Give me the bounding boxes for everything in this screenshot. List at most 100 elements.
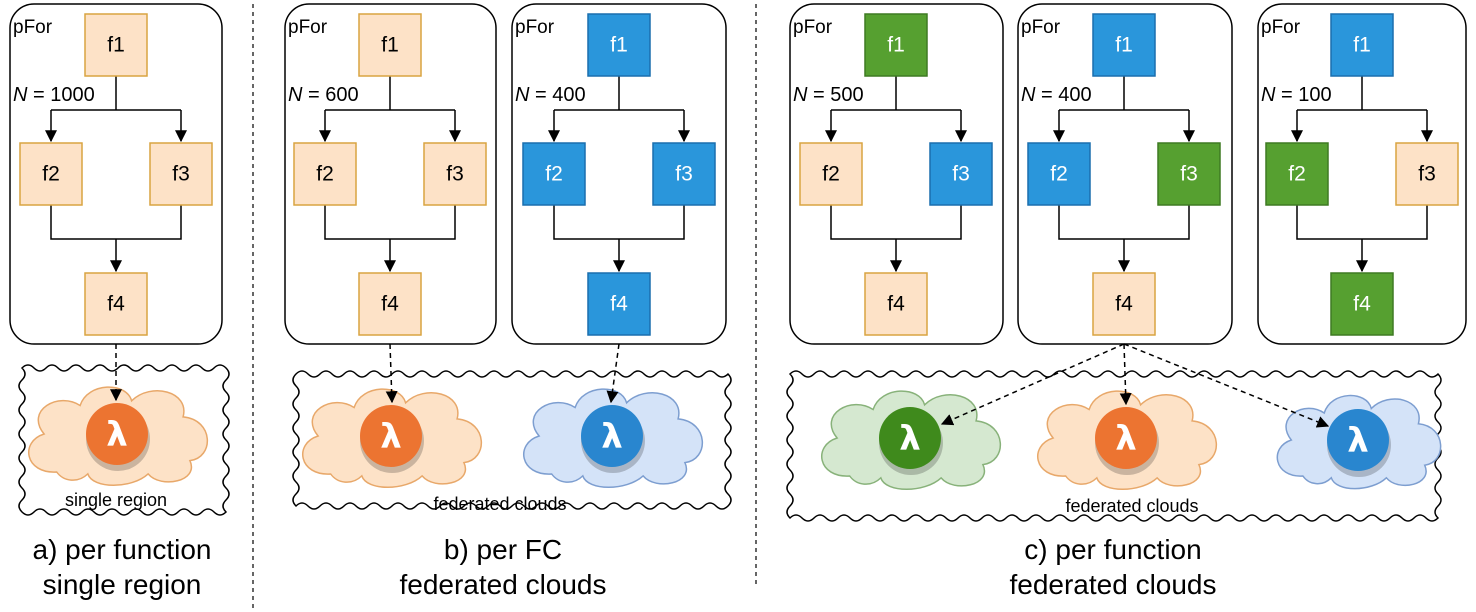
node-f2: f2 bbox=[799, 142, 863, 206]
cloud-a-orange: λ bbox=[28, 386, 209, 486]
deployment-arrows bbox=[110, 343, 1330, 428]
node-box bbox=[293, 142, 357, 206]
pfor-label: pFor bbox=[13, 17, 53, 38]
node-box bbox=[587, 13, 651, 77]
region-label-c: federated clouds bbox=[1065, 496, 1198, 516]
node-box bbox=[522, 142, 586, 206]
fork-edge bbox=[325, 76, 455, 111]
fork-edge bbox=[1297, 76, 1427, 111]
node-box bbox=[1027, 142, 1091, 206]
node-box bbox=[799, 142, 863, 206]
node-f1: f1 bbox=[864, 13, 928, 77]
fc-1: pFor N = 1000 f1 f2 f3 f4 bbox=[9, 3, 223, 345]
deploy-arrow-c-blue bbox=[1123, 343, 1330, 428]
node-f3: f3 bbox=[149, 142, 213, 206]
deploy-arrow-c-green bbox=[940, 343, 1125, 426]
node-label: f2 bbox=[1288, 163, 1306, 186]
node-f1: f1 bbox=[84, 13, 148, 77]
region-label-b: federated clouds bbox=[433, 494, 566, 514]
node-label: f2 bbox=[822, 163, 840, 186]
node-box bbox=[1157, 142, 1221, 206]
node-box bbox=[1330, 13, 1394, 77]
lambda-symbol: λ bbox=[106, 415, 128, 455]
fc-container bbox=[1257, 3, 1467, 345]
node-box bbox=[1395, 142, 1459, 206]
lambda-symbol: λ bbox=[1115, 419, 1137, 459]
pfor-label: pFor bbox=[793, 17, 833, 38]
iteration-count-label: N = 1000 bbox=[13, 84, 95, 106]
node-label: f2 bbox=[316, 163, 334, 186]
iteration-count-label: N = 500 bbox=[793, 84, 864, 106]
node-label: f3 bbox=[446, 163, 464, 186]
node-box bbox=[1092, 272, 1156, 336]
node-label: f4 bbox=[1115, 293, 1133, 316]
node-label: f1 bbox=[887, 34, 905, 57]
fc-6: pFor N = 100 f1 f2 f3 f4 bbox=[1257, 3, 1467, 345]
node-box bbox=[1330, 272, 1394, 336]
lambda-symbol: λ bbox=[601, 417, 623, 457]
node-label: f4 bbox=[1353, 293, 1371, 316]
node-box bbox=[358, 272, 422, 336]
node-f3: f3 bbox=[1395, 142, 1459, 206]
lambda-icon: λ bbox=[1327, 409, 1391, 477]
node-f3: f3 bbox=[1157, 142, 1221, 206]
node-label: f4 bbox=[107, 293, 125, 316]
node-label: f1 bbox=[1353, 34, 1371, 57]
node-box bbox=[587, 272, 651, 336]
iteration-count-label: N = 100 bbox=[1261, 84, 1332, 106]
lambda-icon: λ bbox=[1095, 407, 1159, 475]
lambda-icon: λ bbox=[879, 407, 943, 475]
node-box bbox=[1092, 13, 1156, 77]
fork-edge bbox=[51, 76, 181, 111]
pfor-label: pFor bbox=[1021, 17, 1061, 38]
node-f3: f3 bbox=[929, 142, 993, 206]
node-f1: f1 bbox=[587, 13, 651, 77]
node-f4: f4 bbox=[864, 272, 928, 336]
cloud-b-blue: λ bbox=[523, 388, 704, 488]
node-box bbox=[423, 142, 487, 206]
caption-b-line1: b) per FC bbox=[444, 534, 562, 565]
node-f2: f2 bbox=[19, 142, 83, 206]
node-label: f2 bbox=[545, 163, 563, 186]
deploy-arrow-b-orange bbox=[385, 343, 398, 404]
node-box bbox=[84, 272, 148, 336]
node-box bbox=[929, 142, 993, 206]
node-label: f3 bbox=[172, 163, 190, 186]
caption-a-line2: single region bbox=[43, 569, 202, 600]
iteration-count-label: N = 400 bbox=[1021, 84, 1092, 106]
node-f4: f4 bbox=[1092, 272, 1156, 336]
pfor-label: pFor bbox=[288, 17, 328, 38]
lambda-icon: λ bbox=[581, 405, 645, 473]
pfor-label: pFor bbox=[1261, 17, 1301, 38]
node-f4: f4 bbox=[587, 272, 651, 336]
pfor-label: pFor bbox=[515, 17, 555, 38]
iteration-count-label: N = 400 bbox=[515, 84, 586, 106]
node-label: f2 bbox=[42, 163, 60, 186]
node-label: f2 bbox=[1050, 163, 1068, 186]
cloud-c-orange: λ bbox=[1037, 390, 1218, 490]
node-f4: f4 bbox=[358, 272, 422, 336]
node-label: f4 bbox=[887, 293, 905, 316]
node-label: f3 bbox=[1180, 163, 1198, 186]
node-box bbox=[1265, 142, 1329, 206]
node-label: f4 bbox=[610, 293, 628, 316]
node-f2: f2 bbox=[522, 142, 586, 206]
node-f4: f4 bbox=[84, 272, 148, 336]
node-label: f1 bbox=[610, 34, 628, 57]
deploy-arrow-c-orange bbox=[1119, 343, 1132, 406]
lambda-symbol: λ bbox=[899, 419, 921, 459]
caption-a-line1: a) per function bbox=[33, 534, 212, 565]
node-label: f1 bbox=[107, 34, 125, 57]
node-box bbox=[864, 13, 928, 77]
node-box bbox=[149, 142, 213, 206]
node-f4: f4 bbox=[1330, 272, 1394, 336]
deploy-arrow-b-blue bbox=[606, 343, 620, 404]
cloud-b-orange: λ bbox=[302, 388, 483, 488]
fc-container bbox=[789, 3, 1004, 345]
